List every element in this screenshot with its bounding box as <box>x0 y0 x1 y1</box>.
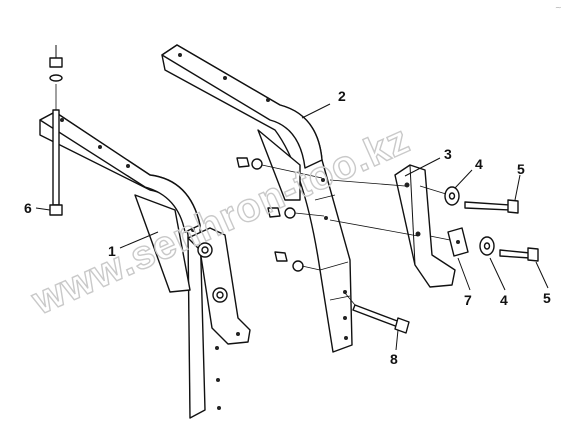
frame-arm-left <box>39 111 251 419</box>
callout-3: 3 <box>444 146 452 162</box>
assembly-lines <box>261 164 451 306</box>
leader-lines <box>35 103 549 351</box>
bolt-upper <box>464 199 519 214</box>
corner-mark: ~ <box>555 3 562 12</box>
washer-lower <box>479 236 495 256</box>
frame-arm-right <box>161 44 353 353</box>
bolt-vertical-stack <box>49 45 63 216</box>
callout-6: 6 <box>24 200 32 216</box>
mounting-bracket <box>394 164 456 288</box>
washer-upper <box>444 186 460 206</box>
callout-4-lower: 4 <box>500 292 508 308</box>
callout-7: 7 <box>464 292 472 308</box>
callout-8: 8 <box>390 351 398 367</box>
callout-5-lower: 5 <box>543 290 551 306</box>
callout-4-upper: 4 <box>475 156 483 172</box>
bolt-bottom <box>352 304 410 334</box>
nut-washer-set-1 <box>236 157 263 170</box>
clamp-plate <box>447 227 469 257</box>
callout-1: 1 <box>108 243 116 259</box>
nut-washer-set-3 <box>274 251 304 272</box>
bolt-lower <box>499 247 539 262</box>
callout-2: 2 <box>338 88 346 104</box>
nut-washer-set-2 <box>267 207 296 219</box>
callout-5-upper: 5 <box>517 161 525 177</box>
